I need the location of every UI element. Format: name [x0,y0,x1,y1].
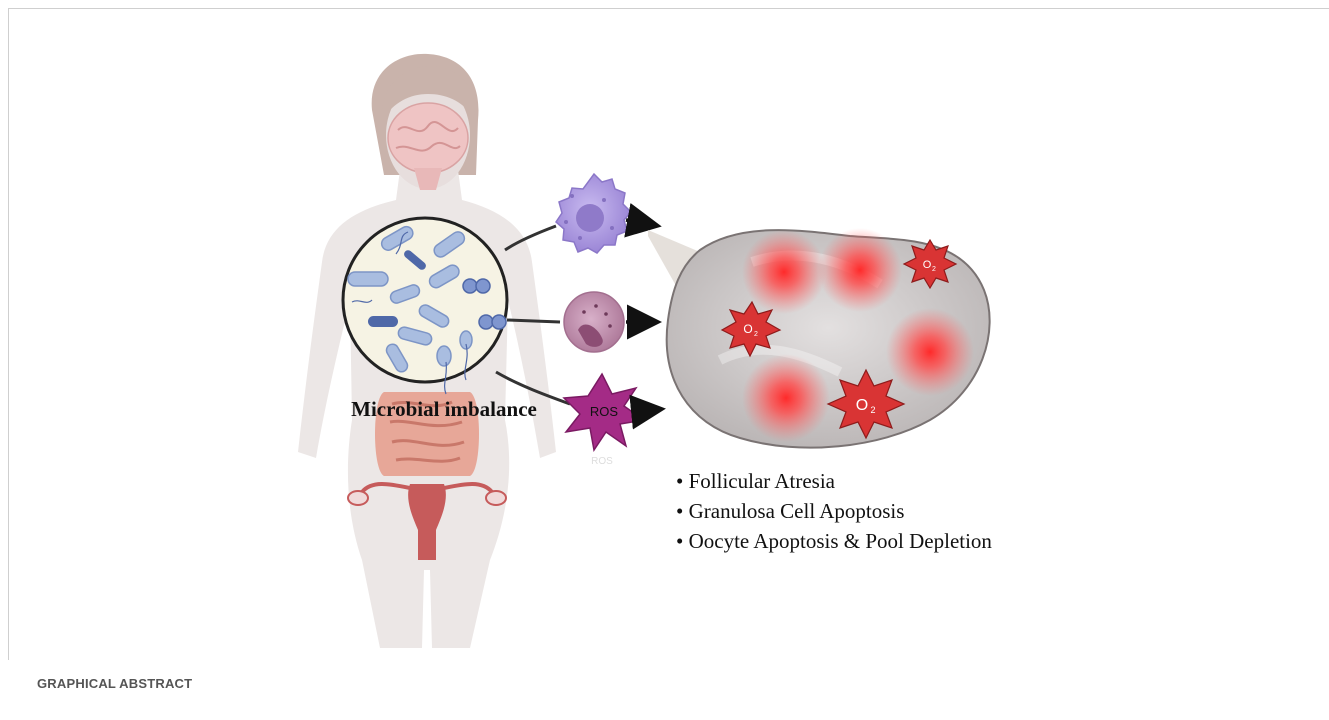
o2-label: O [743,322,752,336]
inflammation-spot [886,308,974,396]
o2-label: O [856,397,868,414]
o2-subscript: 2 [754,331,758,338]
ros-faint-label: ROS [591,456,613,467]
inflammation-spot [742,230,826,314]
outcome-item: Follicular Atresia [676,466,992,496]
bacterium-rod-icon [348,272,388,286]
microbial-imbalance-label: Microbial imbalance [351,397,537,421]
figure-caption: GRAPHICAL ABSTRACT [37,676,192,691]
o2-label: O [923,259,932,271]
arrow-macrophage [626,220,648,224]
inflammation-spot [742,354,830,442]
ros-label: ROS [590,404,619,419]
neutrophil-icon [564,292,624,352]
inflammation-spot [818,228,902,312]
macrophage-icon [556,174,631,253]
brain-icon [388,103,468,173]
arrow-ros [632,410,652,412]
outcome-item: Granulosa Cell Apoptosis [676,496,992,526]
connector-neutrophil [507,320,560,322]
outcome-item: Oocyte Apoptosis & Pool Depletion [676,526,992,556]
o2-star-icon: O 2 [904,240,956,288]
o2-subscript: 2 [932,266,936,273]
outcome-list: Follicular Atresia Granulosa Cell Apopto… [676,466,992,556]
ros-star-icon: ROS ROS [564,374,644,467]
o2-subscript: 2 [870,405,875,415]
